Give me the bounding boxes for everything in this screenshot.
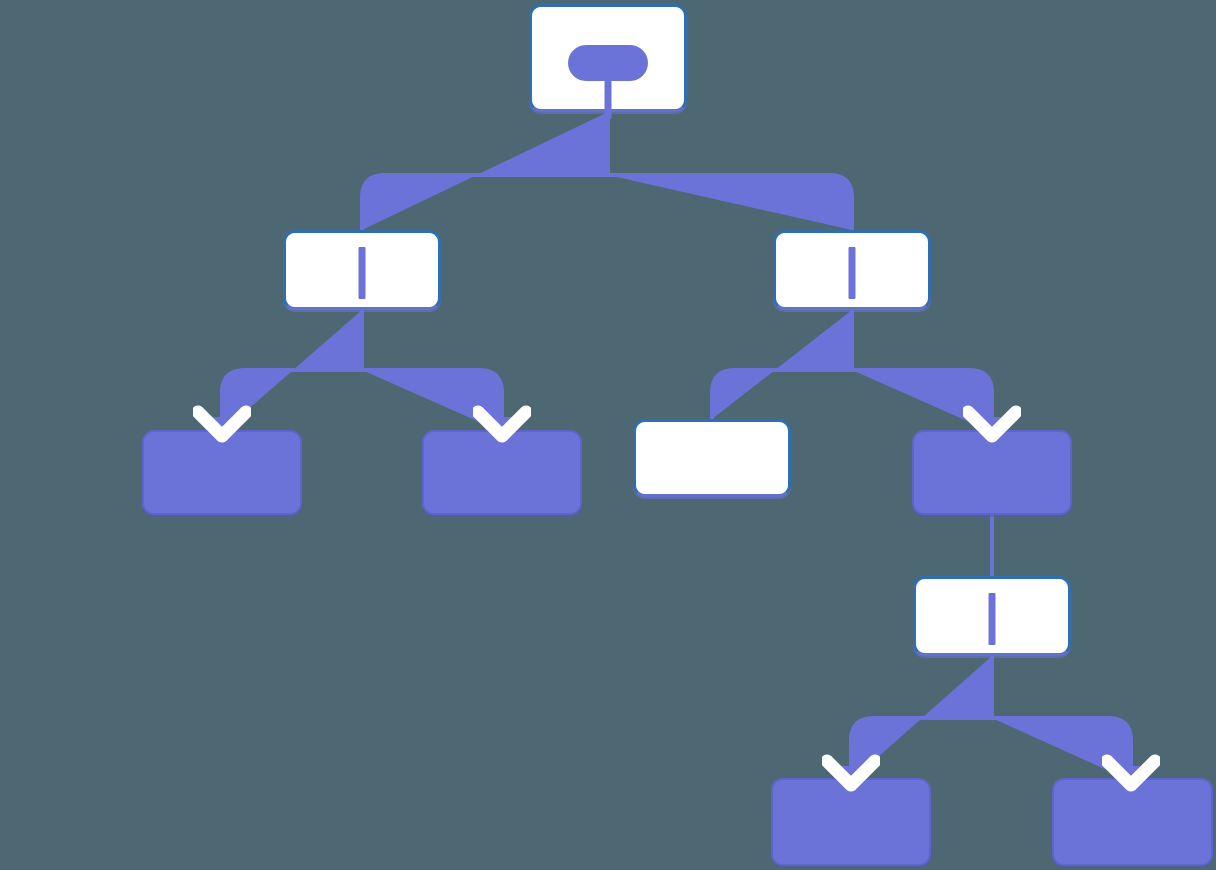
- leaf-node-b[interactable]: [422, 430, 582, 515]
- leaf-node-e[interactable]: [771, 778, 931, 866]
- root-node[interactable]: [529, 4, 687, 119]
- branch-node-left[interactable]: [283, 230, 441, 310]
- edge-sub-branch-to-leaf-f: [992, 716, 1133, 781]
- root-pill-glyph: [568, 45, 648, 81]
- leaf-node-f[interactable]: [1052, 778, 1213, 866]
- edge-right-branch-to-empty-c: [710, 310, 854, 419]
- edge-left-branch-to-leaf-a: [220, 310, 364, 432]
- branch-right-bar-glyph: [848, 247, 856, 299]
- branch-leaf-node-d[interactable]: [912, 430, 1072, 515]
- empty-node-c[interactable]: [633, 419, 791, 497]
- branch-left-bar-glyph: [358, 247, 366, 299]
- sub-branch-node[interactable]: [913, 576, 1071, 656]
- edge-root-to-right-branch: [608, 173, 854, 230]
- edge-root-to-left-branch: [360, 112, 610, 230]
- sub-branch-bar-glyph: [988, 593, 996, 645]
- edge-right-branch-to-leaf-d: [852, 368, 994, 432]
- leaf-node-a[interactable]: [142, 430, 302, 515]
- edge-sub-branch-to-leaf-e: [849, 656, 994, 781]
- branch-node-right[interactable]: [773, 230, 931, 310]
- root-stem-glyph: [604, 77, 612, 119]
- edge-left-branch-to-leaf-b: [362, 368, 504, 432]
